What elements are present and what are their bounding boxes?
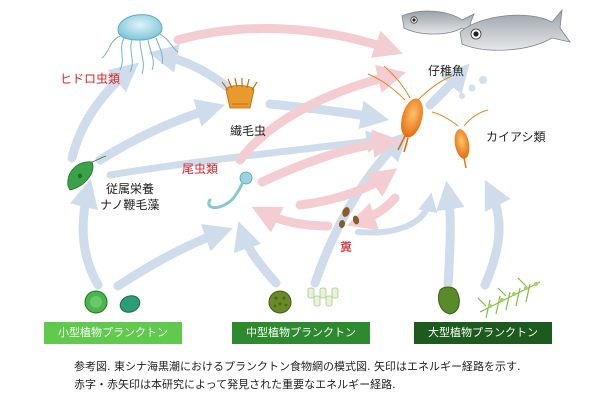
hydrozoa-illustration [101,14,179,75]
arrow-copepod-to-fish [425,63,470,110]
arrow-ciliate-to-copepod [265,99,390,130]
arrow-small-to-appendicularian [113,224,233,291]
large-phytoplankton-box: 大型植物プランクトン [414,322,552,344]
copepod-illustration-large [367,65,453,153]
label-ciliates: 繊毛虫 [230,124,267,138]
label-fish-larvae: 仔稚魚 [428,64,465,78]
arrow-feces-recycle [355,192,438,236]
nanoflagellate-illustration [67,155,107,191]
arrow-large-to-copepod-2 [480,179,511,290]
large-phytoplankton-illustration [437,277,541,319]
arrow-large-to-copepod-1 [436,180,465,290]
arrow-appendicularian-to-fish [235,64,407,165]
fish-larva-illustration-1 [401,10,478,35]
label-copepods: カイアシ類 [486,130,546,144]
bubble-dots [459,76,487,99]
label-feces: 糞 [340,240,353,254]
appendicularian-illustration [207,171,253,210]
arrow-appendicularian-to-copepod [257,129,402,187]
arrow-copepod-to-feces [347,193,400,231]
label-mixotrophs-line1: 従属栄養 [106,182,155,196]
caption-line2: 赤字・赤矢印は本研究によって発見された重要なエネルギー経路. [74,378,396,391]
small-phytoplankton-illustration [84,290,141,314]
arrow-ciliate-to-hydrozoa [148,44,231,91]
label-hydrozoa: ヒドロ虫類 [60,72,121,86]
arrow-mixotroph-to-hydrozoa [67,62,139,163]
known-energy-paths [67,44,511,291]
feces-illustration [338,207,360,228]
copepod-illustration-small [431,109,489,169]
arrow-hydrozoa-to-fish [173,24,403,58]
arrow-appendicularian-up-copepod [295,168,398,210]
arrow-feces-to-appendicularian [251,206,333,233]
caption-line1: 参考図. 東シナ海黒潮におけるプランクトン食物網の模式図. 矢印はエネルギー経路… [74,360,521,373]
small-phytoplankton-box: 小型植物プランクトン [44,322,182,344]
medium-phytoplankton-illustration [268,287,339,314]
ciliate-illustration [221,77,258,109]
new-energy-paths [173,24,407,233]
arrow-mixotroph-to-ciliate [95,99,226,165]
medium-phytoplankton-box: 中型植物プランクトン [232,322,370,344]
label-mixotrophs-line2: ナノ鞭毛藻 [100,198,160,212]
label-appendicularians: 尾虫類 [182,162,219,176]
arrow-medium-to-appendicularian [233,221,281,288]
fish-larva-illustration-2 [459,8,571,51]
arrow-small-to-mixotroph [69,178,103,290]
